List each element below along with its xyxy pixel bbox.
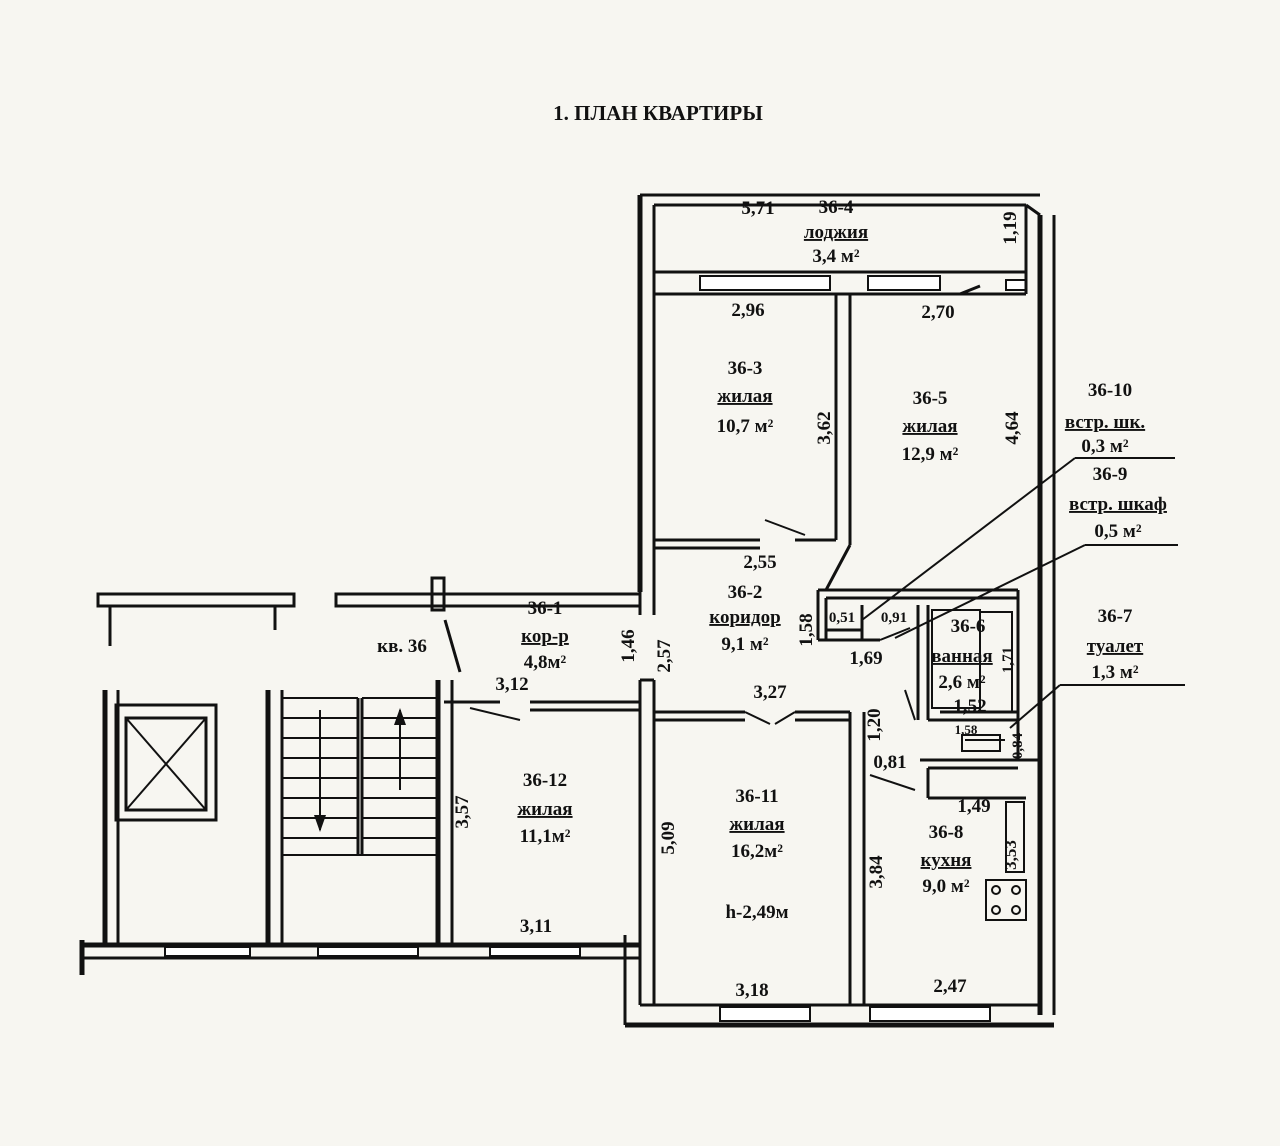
stove-icon [985, 879, 1027, 921]
dimension: 0,91 [881, 610, 907, 626]
room-code-36-10: 36-10 [1088, 380, 1132, 401]
dimension: 1,46 [618, 629, 639, 662]
bathtub-icon [931, 609, 981, 709]
dimension: 1,58 [955, 722, 978, 737]
dimension: 1,69 [849, 648, 882, 669]
dimension: 3,62 [814, 411, 835, 444]
dimension: 2,70 [921, 302, 954, 323]
window [489, 946, 581, 957]
room-code-36-8: 36-8 [929, 822, 964, 843]
common-area-walls [79, 576, 1027, 1022]
dimension: 3,12 [495, 674, 528, 695]
dimension: 2,57 [654, 639, 675, 673]
room-area-36-2: 9,1 м² [721, 634, 768, 655]
room-code-36-7: 36-7 [1098, 606, 1133, 627]
room-area-36-5: 12,9 м² [902, 444, 959, 465]
room-name-36-6: ванная [931, 646, 992, 667]
dimension: 2,55 [743, 552, 776, 573]
window [164, 946, 251, 957]
window [317, 946, 419, 957]
dimension: 3,84 [866, 855, 887, 889]
room-code-36-3: 36-3 [728, 358, 763, 379]
room-labels: 36-4 лоджия 3,4 м² 36-3 жилая 10,7 м² 36… [377, 197, 1167, 923]
dimension-labels: 5,71 1,19 2,96 2,70 3,62 4,64 2,55 1,46 … [452, 198, 1026, 1001]
room-area-36-10: 0,3 м² [1081, 436, 1128, 457]
room-code-36-12: 36-12 [523, 770, 567, 791]
room-name-36-4: лоджия [804, 222, 868, 243]
window [867, 275, 941, 291]
room-code-36-6: 36-6 [951, 616, 986, 637]
dimension: 1,52 [953, 696, 986, 717]
interior-walls [444, 294, 1040, 1005]
window [719, 1006, 811, 1022]
elevator-shaft [124, 716, 208, 812]
dimension: 0,84 [1010, 732, 1026, 759]
dimension: 3,53 [1001, 840, 1020, 870]
room-name-36-11: жилая [729, 814, 784, 835]
room-name-36-3: жилая [717, 386, 772, 407]
window [869, 1006, 991, 1022]
plan-title: 1. ПЛАН КВАРТИРЫ [553, 101, 763, 125]
ceiling-height: h-2,49м [725, 902, 788, 923]
staircase [282, 697, 438, 856]
room-name-36-10: встр. шк. [1065, 412, 1145, 433]
room-code-36-1: 36-1 [528, 598, 563, 619]
loggia-wall [654, 205, 1028, 296]
room-area-36-7: 1,3 м² [1091, 662, 1138, 683]
dimension: 5,09 [658, 821, 679, 854]
room-name-36-1: кор-р [521, 626, 569, 647]
dimension: 4,64 [1002, 411, 1023, 445]
dimension: 1,58 [796, 613, 817, 646]
leader-lines [861, 457, 1185, 729]
room-area-36-4: 3,4 м² [812, 246, 859, 267]
room-area-36-6: 2,6 м² [938, 672, 985, 693]
room-name-36-12: жилая [517, 799, 572, 820]
dimension: 0,81 [873, 752, 906, 773]
room-name-36-2: коридор [709, 607, 780, 628]
dimension: 3,11 [520, 916, 552, 937]
room-area-36-8: 9,0 м² [922, 876, 969, 897]
room-code-36-4: 36-4 [819, 197, 854, 218]
dimension: 1,19 [1000, 211, 1021, 244]
room-area-36-1: 4,8м² [524, 652, 567, 673]
room-code-36-5: 36-5 [913, 388, 948, 409]
room-code-36-9: 36-9 [1093, 464, 1128, 485]
dimension: 1,20 [864, 708, 885, 741]
dimension: 2,47 [933, 976, 967, 997]
apartment-number: кв. 36 [377, 636, 427, 657]
dimension: 2,96 [731, 300, 764, 321]
room-name-36-7: туалет [1087, 636, 1144, 657]
room-area-36-11: 16,2м² [731, 841, 783, 862]
dimension: 3,57 [452, 795, 473, 829]
room-name-36-9: встр. шкаф [1069, 494, 1167, 515]
dimension: 3,18 [735, 980, 768, 1001]
room-area-36-12: 11,1м² [520, 826, 571, 847]
dimension: 5,71 [741, 198, 774, 219]
room-name-36-5: жилая [902, 416, 957, 437]
room-code-36-2: 36-2 [728, 582, 763, 603]
dimension: 1,71 [1000, 647, 1016, 673]
window [699, 275, 831, 291]
room-area-36-3: 10,7 м² [717, 416, 774, 437]
room-code-36-11: 36-11 [735, 786, 778, 807]
dimension: 0,51 [829, 610, 855, 626]
dimension: 1,49 [957, 796, 990, 817]
room-name-36-8: кухня [921, 850, 972, 871]
dimension: 3,27 [753, 682, 787, 703]
room-area-36-9: 0,5 м² [1094, 521, 1141, 542]
